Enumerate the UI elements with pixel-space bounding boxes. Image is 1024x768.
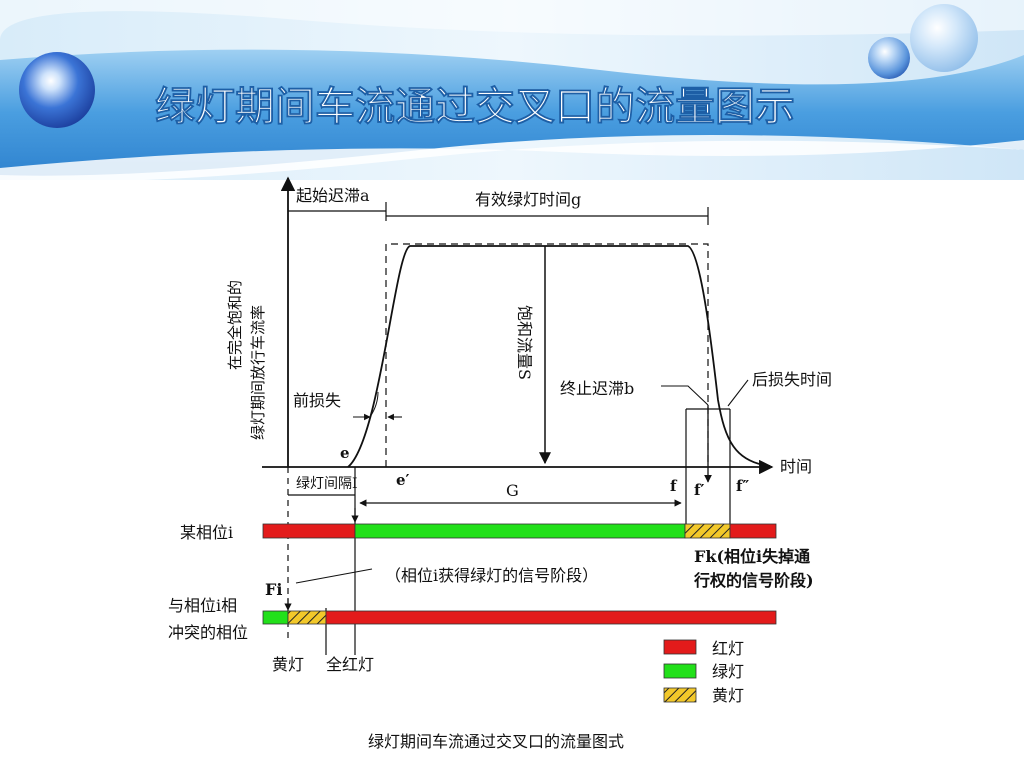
phase-i-label: 某相位i <box>180 523 233 542</box>
point-f-prime-label: f′ <box>694 481 704 499</box>
rear-loss-label: 后损失时间 <box>752 370 832 389</box>
legend-green-label: 绿灯 <box>712 662 744 681</box>
point-f-double-prime-label: f″ <box>736 477 749 495</box>
start-delay-label: 起始迟滞a <box>296 186 370 205</box>
conflict-red-bar <box>325 610 777 625</box>
flow-curve <box>347 245 771 468</box>
end-delay-label: 终止迟滞b <box>560 379 634 398</box>
decorative-orb-top-right <box>910 4 978 72</box>
front-loss-label: 前损失 <box>293 391 341 410</box>
conflict-phase-label-line1: 与相位i相 <box>168 596 237 615</box>
legend: 红灯 绿灯 黄灯 <box>663 639 744 705</box>
point-e-prime-label: e′ <box>396 471 410 489</box>
figure-caption: 绿灯期间车流通过交叉口的流量图式 <box>368 732 624 751</box>
y-axis-label-line1: 在完全饱和的 <box>226 280 244 370</box>
phase-i-green-note: （相位i获得绿灯的信号阶段） <box>385 566 598 585</box>
legend-yellow-label: 黄灯 <box>712 686 744 705</box>
legend-red-label: 红灯 <box>712 639 744 658</box>
flow-diagram: 在完全饱和的 绿灯期间放行车流率 时间 起始迟滞a 有效绿灯时间g 饱和流量S … <box>168 176 832 674</box>
x-axis-label: 时间 <box>780 457 812 476</box>
legend-green-swatch <box>663 663 697 679</box>
conflict-phase-label-line2: 冲突的相位 <box>168 623 248 642</box>
point-f-label: f <box>670 477 678 495</box>
phase-i-red-bar-2 <box>729 523 777 539</box>
legend-yellow-swatch <box>663 687 697 703</box>
point-e-label: e <box>340 444 350 462</box>
green-interval-label: 绿灯间隔I <box>296 476 358 492</box>
saturation-flow-label: 饱和流量S <box>515 305 534 380</box>
yellow-light-label: 黄灯 <box>272 655 304 674</box>
fk-label-line2: 行权的信号阶段) <box>693 571 814 590</box>
decorative-orb-small <box>868 37 910 79</box>
decorative-orb-left <box>19 52 95 128</box>
effective-green-rect <box>385 243 709 467</box>
page-title: 绿灯期间车流通过交叉口的流量图示 <box>155 84 795 130</box>
conflict-yellow-bar <box>287 610 327 625</box>
fk-label-line1: Fk(相位i失掉通 <box>694 547 810 566</box>
legend-red-swatch <box>663 639 697 655</box>
all-red-label: 全红灯 <box>326 655 374 674</box>
phase-i-green-bar <box>354 523 686 539</box>
fi-label: Fi <box>265 580 282 599</box>
conflict-green-bar <box>262 610 289 625</box>
y-axis-label-line2: 绿灯期间放行车流率 <box>249 305 267 440</box>
phase-i-red-bar-1 <box>262 523 356 539</box>
effective-green-label: 有效绿灯时间g <box>475 190 581 209</box>
header-banner <box>0 0 1024 182</box>
phase-i-yellow-bar <box>684 523 731 539</box>
green-G-label: G <box>506 481 519 500</box>
